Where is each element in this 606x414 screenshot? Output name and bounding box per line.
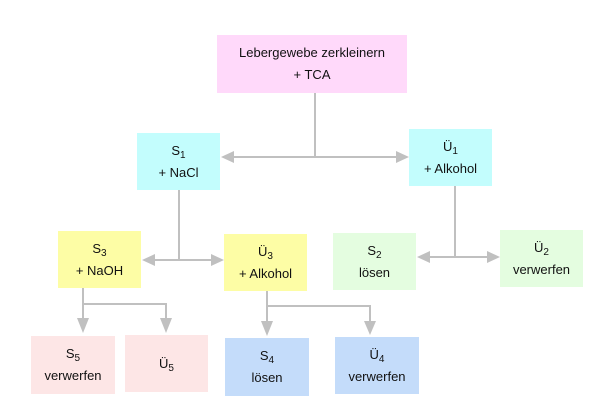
node-label: Ü4 [370,344,385,366]
node-u4: Ü4 verwerfen [335,337,419,394]
node-action: verwerfen [44,368,102,383]
edge-top-split [234,93,400,158]
node-s4: S4 lösen [225,338,309,396]
edge-s1-split [155,190,212,261]
node-label: Ü3 [258,241,273,263]
node-action: verwerfen [348,368,406,384]
node-action: lösen [251,370,283,385]
node-label: Ü2 [534,237,549,259]
node-index: 3 [267,250,273,262]
node-index: 2 [376,249,382,261]
arrowhead-to-s4 [261,321,273,336]
edge-u3-split [266,291,371,322]
node-reagent: + TCA [293,67,331,82]
node-u3: Ü3 + Alkohol [224,234,307,291]
node-label: S4 [260,345,274,367]
node-index: 4 [378,353,385,365]
node-label: Lebergewebe zerkleinern [239,45,385,60]
arrowhead-to-s2 [417,251,430,263]
node-action: lösen [358,264,391,280]
edge-s3-split [82,288,167,318]
node-reagent: + NaCl [158,164,199,180]
edge-u1-split [430,186,488,258]
node-index: 2 [543,246,549,258]
arrowhead-to-s3 [142,254,155,266]
node-symbol: Ü [443,138,453,154]
node-label: S3 [92,238,106,260]
node-index: 5 [168,362,174,374]
node-index: 1 [452,145,458,157]
node-symbol: Ü [258,243,268,259]
node-u5: Ü5 [125,335,208,392]
node-symbol: S [259,348,269,363]
node-symbol: Ü [159,355,169,371]
node-symbol: S [65,346,75,361]
node-index: 3 [101,247,107,259]
node-label: Ü5 [159,353,174,375]
node-lebergewebe: Lebergewebe zerkleinern + TCA [217,35,407,93]
node-label: Ü1 [443,136,458,158]
arrowhead-to-u4 [364,321,376,335]
arrowhead-to-u2 [487,251,500,263]
arrowhead-to-s5 [77,318,89,333]
arrowhead-to-u1 [396,151,409,163]
node-index: 1 [180,149,186,161]
node-symbol: S [92,240,102,256]
node-u2: Ü2 verwerfen [500,230,583,287]
node-label: S1 [171,140,185,162]
node-label: S5 [66,343,80,365]
node-reagent: + Alkohol [423,160,478,176]
arrowhead-to-s1 [221,151,234,163]
node-reagent: + NaOH [75,262,124,278]
node-symbol: Ü [534,239,544,255]
node-index: 4 [268,355,275,366]
node-s3: S3 + NaOH [58,231,141,288]
node-symbol: S [367,242,377,258]
node-index: 5 [74,353,81,364]
node-u1: Ü1 + Alkohol [409,129,492,186]
node-label: S2 [367,240,381,262]
node-symbol: Ü [369,346,379,362]
node-action: verwerfen [512,261,571,277]
node-s1: S1 + NaCl [137,133,220,190]
node-symbol: S [171,142,181,158]
node-reagent: + Alkohol [238,265,293,281]
arrowhead-to-u3 [211,254,224,266]
arrowhead-to-u5 [160,318,172,333]
node-s2: S2 lösen [333,233,416,290]
node-s5: S5 verwerfen [31,336,115,394]
